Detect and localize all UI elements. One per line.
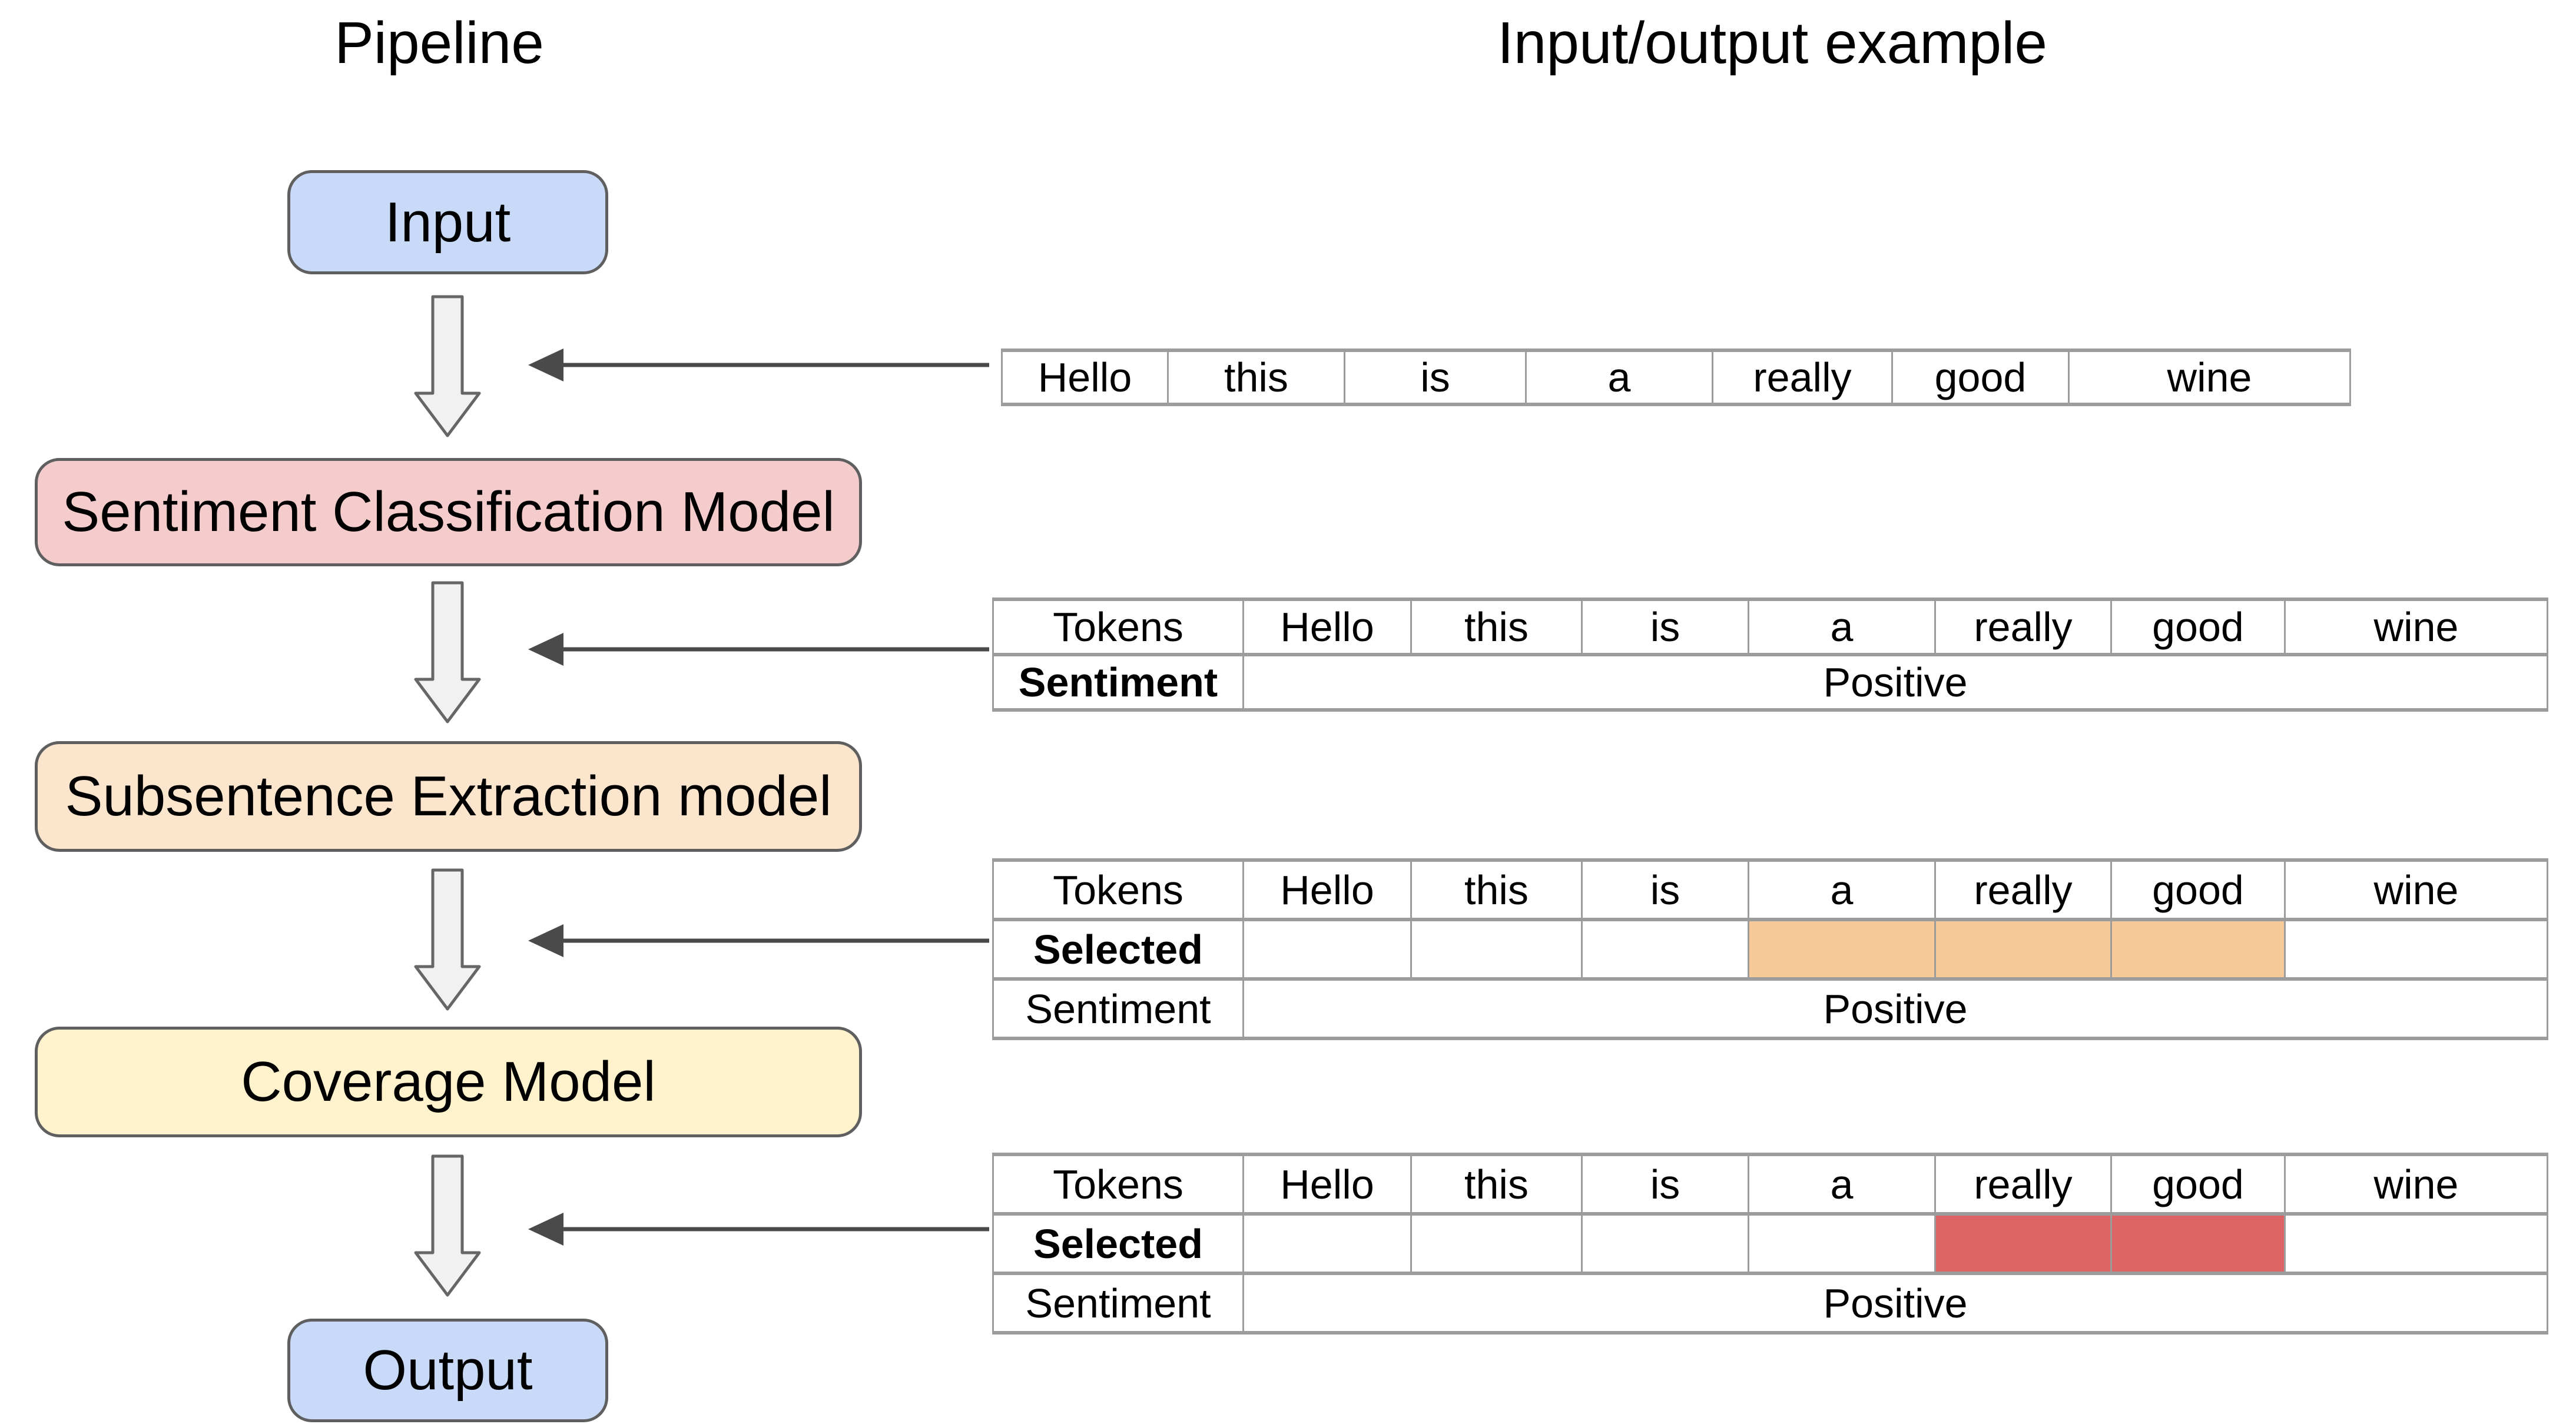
- table-cell: Selected: [992, 918, 1244, 981]
- table-cell: this: [1410, 858, 1583, 921]
- table-cell: good: [2110, 858, 2286, 921]
- down-arrow-icon: [414, 581, 481, 723]
- table-cell: wine: [2284, 858, 2548, 921]
- left-arrow-icon: [528, 924, 989, 957]
- selected-highlight-cell: [2110, 1212, 2286, 1275]
- table-cell: [1242, 918, 1412, 981]
- table-cell: good: [1891, 348, 2070, 406]
- table-cell: this: [1410, 1153, 1583, 1216]
- table-cell: a: [1748, 858, 1936, 921]
- table-cell: Tokens: [992, 1153, 1244, 1216]
- down-arrow-icon: [414, 1154, 481, 1297]
- selected-highlight-cell: [1748, 918, 1936, 981]
- left-arrow-icon: [528, 348, 989, 381]
- pipeline-column-title: Pipeline: [334, 10, 544, 76]
- node-subsentence-extraction-model: Subsentence Extraction model: [35, 741, 862, 852]
- table-cell: is: [1581, 598, 1749, 656]
- table-cell: Positive: [1242, 977, 2548, 1040]
- node-coverage-model: Coverage Model: [35, 1027, 862, 1137]
- down-arrow-icon: [414, 868, 481, 1011]
- table-cell: [1748, 1212, 1936, 1275]
- selected-highlight-cell: [1934, 1212, 2112, 1275]
- table-cell: this: [1410, 598, 1583, 656]
- table-cell: Sentiment: [992, 653, 1244, 712]
- table-cell: is: [1344, 348, 1527, 406]
- table-cell: really: [1934, 858, 2112, 921]
- table-cell: a: [1748, 1153, 1936, 1216]
- selected-highlight-cell: [1934, 918, 2112, 981]
- left-arrow-icon: [528, 633, 989, 666]
- table-cell: [1581, 1212, 1749, 1275]
- table-row: Selected: [992, 1212, 2548, 1275]
- selected-highlight-cell: [2110, 918, 2286, 981]
- table-cell: [1242, 1212, 1412, 1275]
- node-output: Output: [287, 1319, 608, 1422]
- table-cell: Positive: [1242, 653, 2548, 712]
- table-cell: Hello: [1001, 348, 1169, 406]
- table-cell: Tokens: [992, 598, 1244, 656]
- down-arrow-icon: [414, 295, 481, 437]
- table-cell: [1410, 918, 1583, 981]
- node-input: Input: [287, 170, 608, 274]
- table-cell: is: [1581, 858, 1749, 921]
- table-cell: good: [2110, 598, 2286, 656]
- table-cell: a: [1748, 598, 1936, 656]
- table-row: Selected: [992, 918, 2548, 981]
- table-cell: Tokens: [992, 858, 1244, 921]
- table-cell: this: [1167, 348, 1345, 406]
- table-cell: [2284, 1212, 2548, 1275]
- table-cell: Hello: [1242, 1153, 1412, 1216]
- table-cell: a: [1525, 348, 1713, 406]
- table-cell: is: [1581, 1153, 1749, 1216]
- table-cell: really: [1712, 348, 1893, 406]
- table-cell: really: [1934, 598, 2112, 656]
- node-sentiment-classification-model: Sentiment Classification Model: [35, 458, 862, 566]
- table-cell: wine: [2068, 348, 2351, 406]
- table-cell: [1410, 1212, 1583, 1275]
- table-cell: Positive: [1242, 1272, 2548, 1335]
- table-cell: Sentiment: [992, 1272, 1244, 1335]
- table-cell: good: [2110, 1153, 2286, 1216]
- table-cell: Sentiment: [992, 977, 1244, 1040]
- table-cell: Selected: [992, 1212, 1244, 1275]
- table-cell: really: [1934, 1153, 2112, 1216]
- left-arrow-icon: [528, 1213, 989, 1246]
- table-cell: wine: [2284, 1153, 2548, 1216]
- table-cell: Hello: [1242, 858, 1412, 921]
- table-cell: Hello: [1242, 598, 1412, 656]
- table-cell: [1581, 918, 1749, 981]
- example-column-title: Input/output example: [1497, 10, 2047, 76]
- table-cell: [2284, 918, 2548, 981]
- table-cell: wine: [2284, 598, 2548, 656]
